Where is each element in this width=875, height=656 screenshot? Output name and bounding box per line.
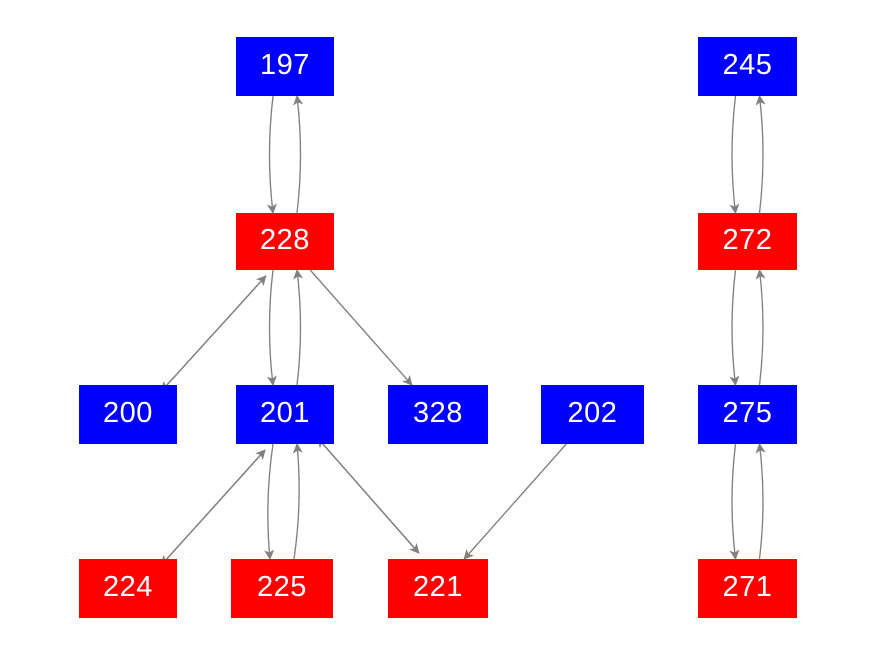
graph-node-275[interactable]: 275 (698, 385, 797, 444)
graph-node-228[interactable]: 228 (236, 213, 334, 270)
graph-node-label: 201 (260, 397, 310, 429)
graph-node-label: 200 (103, 397, 153, 429)
graph-node-221[interactable]: 221 (388, 559, 488, 618)
graph-edge-275-to-271 (729, 443, 740, 561)
graph-node-label: 221 (413, 571, 463, 603)
graph-node-label: 272 (722, 224, 773, 256)
graph-edge-202-to-221 (463, 443, 567, 560)
graph-edge-201-to-225 (264, 443, 275, 561)
graph-edge-272-to-275 (729, 269, 740, 387)
graph-edge-200-to-228 (160, 275, 267, 392)
graph-edge-228-to-197 (293, 94, 304, 214)
graph-edge-272-to-245 (755, 94, 766, 214)
graph-node-202[interactable]: 202 (541, 385, 644, 444)
graph-node-label: 202 (567, 397, 618, 429)
graph-node-label: 228 (260, 224, 310, 256)
graph-edge-228-to-328 (309, 269, 413, 386)
graph-node-272[interactable]: 272 (698, 213, 797, 270)
graph-node-label: 225 (257, 571, 307, 603)
graph-edge-271-to-275 (755, 442, 766, 560)
graph-node-label: 197 (260, 49, 310, 81)
graph-node-label: 328 (413, 397, 463, 429)
graph-node-label: 271 (722, 571, 773, 603)
graph-node-label: 275 (722, 397, 773, 429)
graph-node-245[interactable]: 245 (698, 37, 797, 96)
graph-edge-228-to-201 (266, 269, 277, 387)
graph-edge-201-to-221 (317, 437, 420, 554)
graph-edge-221-to-201 (317, 437, 420, 554)
graph-edge-197-to-228 (266, 95, 277, 215)
graph-node-224[interactable]: 224 (79, 559, 177, 618)
graph-edge-201-to-224 (160, 449, 266, 566)
graph-node-200[interactable]: 200 (79, 385, 177, 444)
graph-edge-224-to-201 (160, 449, 266, 566)
graph-node-271[interactable]: 271 (698, 559, 797, 618)
graph-node-328[interactable]: 328 (388, 385, 488, 444)
graph-node-label: 245 (722, 49, 773, 81)
graph-edge-275-to-272 (755, 268, 766, 386)
graph-node-label: 224 (103, 571, 153, 603)
graph-edge-225-to-201 (292, 442, 303, 560)
graph-node-201[interactable]: 201 (236, 385, 334, 444)
graph-edge-228-to-200 (160, 275, 267, 392)
graph-node-225[interactable]: 225 (231, 559, 333, 618)
graph-edge-245-to-272 (729, 95, 740, 215)
graph-edge-201-to-228 (293, 268, 304, 386)
graph-node-197[interactable]: 197 (236, 37, 334, 96)
